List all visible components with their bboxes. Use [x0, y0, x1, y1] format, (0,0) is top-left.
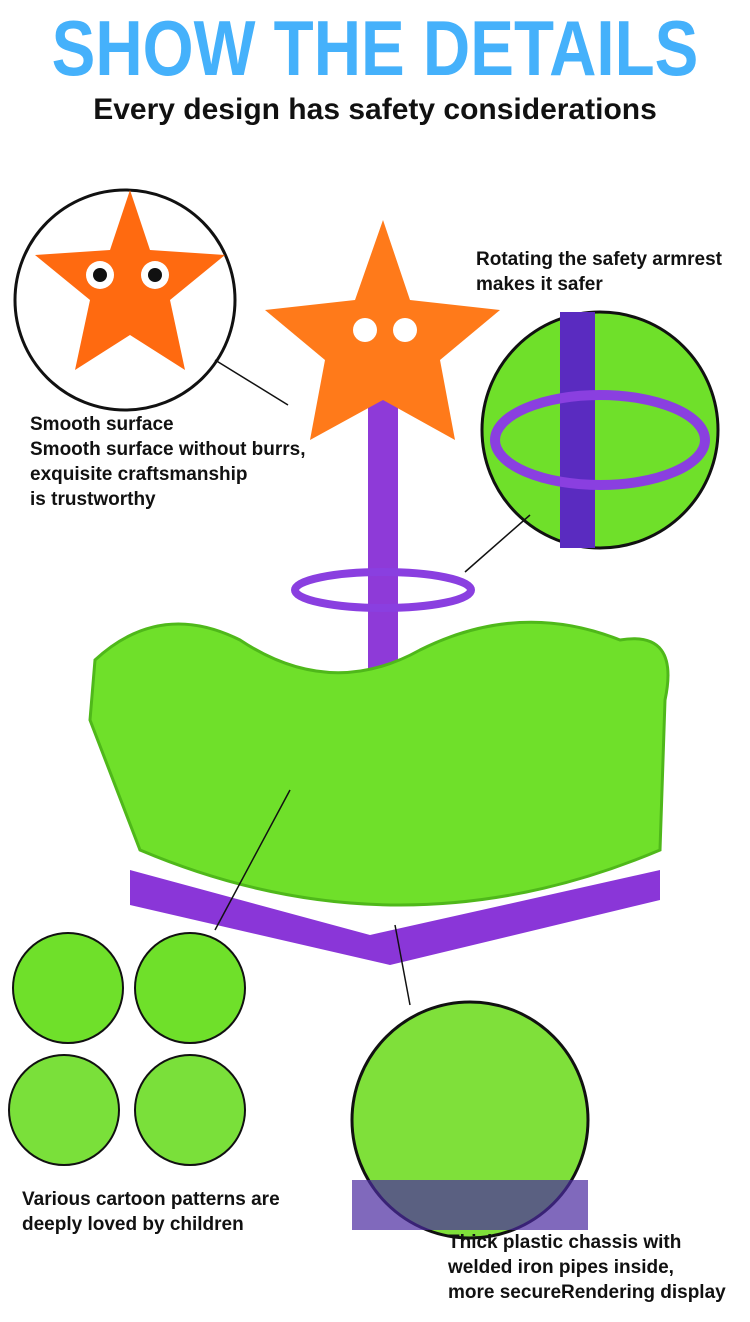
starfish-top — [265, 220, 500, 440]
green-tub — [88, 620, 670, 907]
pattern-thumbnails — [8, 932, 246, 1166]
purple-base — [130, 870, 660, 965]
detail-circle-chassis — [350, 1000, 590, 1240]
page-title: SHOW THE DETAILS — [51, 4, 699, 92]
callout-lines — [214, 359, 531, 1006]
caption-chassis: Thick plastic chassis with welded iron p… — [448, 1232, 726, 1303]
page-subtitle: Every design has safety considerations — [93, 93, 657, 126]
caption-smooth-surface: Smooth surface Smooth surface without bu… — [30, 414, 306, 510]
starfish-eye — [393, 318, 417, 342]
safety-armrest-ring — [291, 568, 475, 612]
starfish-eye — [353, 318, 377, 342]
detail-circle-armrest — [480, 310, 720, 550]
caption-patterns: Various cartoon patterns are deeply love… — [22, 1189, 280, 1235]
caption-armrest: Rotating the safety armrest makes it saf… — [476, 249, 723, 295]
detail-circle-starfish — [13, 188, 237, 412]
